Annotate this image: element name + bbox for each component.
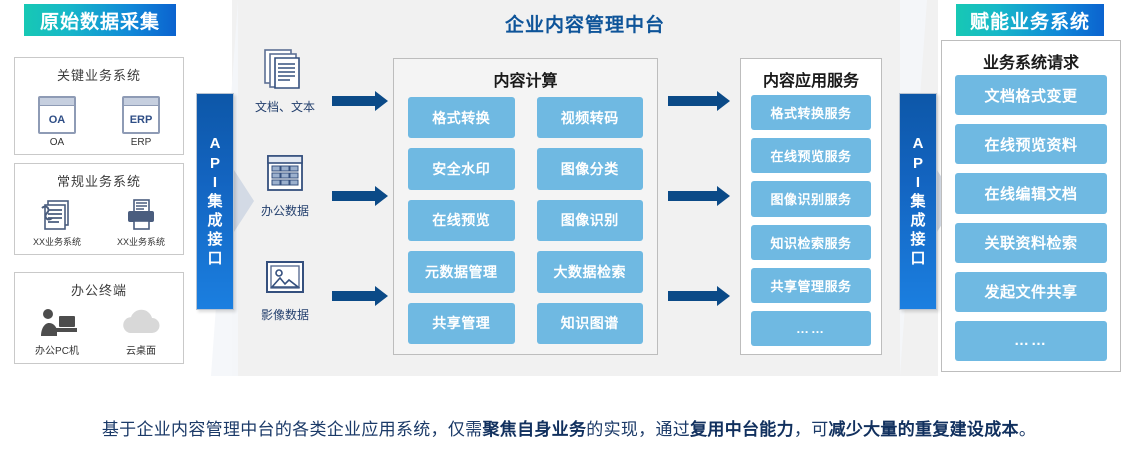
banner-left-label: 原始数据采集	[39, 11, 160, 33]
service-chip-more[interactable]: ……	[751, 310, 871, 347]
caption-bold-3: 减少大量的重复建设成本	[828, 420, 1019, 439]
source-item-label: OA	[49, 137, 65, 148]
documents-stack-icon	[41, 200, 69, 230]
compute-chip-knowledge-graph[interactable]: 知识图谱	[536, 302, 643, 344]
source-panel-key-business: 关键业务系统 OA OA ERP ERP	[14, 57, 184, 155]
api-left-char-4: 成	[207, 212, 223, 230]
data-type-label: 文档、文本	[254, 100, 315, 114]
caption-part-4: 。	[1018, 420, 1037, 439]
caption-part-3: ，可	[793, 420, 829, 439]
window-erp-icon: ERP	[122, 96, 160, 134]
spreadsheet-icon	[267, 155, 303, 191]
api-integration-bar-right: A P I 集 成 接 口	[899, 93, 937, 310]
service-chip-image-recognize[interactable]: 图像识别服务	[751, 181, 871, 217]
flow-arrow-office-to-calc	[332, 186, 388, 206]
footer-caption: 基于企业内容管理中台的各类企业应用系统，仅需聚焦自身业务的实现，通过复用中台能力…	[0, 415, 1138, 440]
service-chip-knowledge-search[interactable]: 知识检索服务	[751, 224, 871, 260]
api-left-char-0: A	[209, 135, 221, 153]
compute-chip-online-preview[interactable]: 在线预览	[408, 199, 515, 242]
source-panel-office-terminal: 办公终端 办公PC机 云桌面	[14, 272, 184, 364]
documents-multi-icon	[264, 49, 300, 89]
source-item-label: XX业务系统	[116, 237, 165, 247]
content-computation-title: 内容计算	[493, 73, 558, 90]
source-item-erp: ERP ERP	[99, 96, 183, 148]
caption-bold-2: 复用中台能力	[690, 420, 794, 439]
api-right-char-3: 集	[910, 192, 926, 210]
cloud-icon	[123, 309, 160, 333]
flow-arrow-calc-to-service-2	[668, 186, 730, 206]
source-item-label: ERP	[130, 137, 152, 148]
compute-chip-share-mgmt[interactable]: 共享管理	[408, 302, 515, 344]
api-left-char-1: P	[209, 154, 220, 172]
caption-part-2: 的实现，通过	[586, 420, 691, 439]
page-title: 企业内容管理中台	[504, 15, 665, 36]
request-chip-online-edit[interactable]: 在线编辑文档	[955, 173, 1107, 214]
api-left-char-6: 口	[207, 250, 223, 268]
data-type-label: 影像数据	[260, 308, 309, 322]
source-panel-title: 关键业务系统	[56, 68, 141, 83]
flow-arrow-calc-to-service-3	[668, 286, 730, 306]
request-chip-more[interactable]: ……	[955, 320, 1107, 362]
banner-empower-business-systems: 赋能业务系统	[956, 4, 1104, 36]
data-type-documents: 文档、文本	[246, 46, 324, 115]
api-right-char-1: P	[912, 154, 923, 172]
api-right-char-0: A	[912, 135, 924, 153]
source-item-oa: OA OA	[15, 96, 99, 148]
compute-chip-image-recognize[interactable]: 图像识别	[536, 199, 643, 242]
content-computation-box: 内容计算 格式转换 视频转码 安全水印 图像分类 在线预览 图像识别 元数据管理…	[393, 58, 658, 355]
api-right-char-6: 口	[910, 250, 926, 268]
source-item-cloud-desktop: 云桌面	[99, 307, 183, 357]
source-item-label: 办公PC机	[35, 346, 79, 357]
compute-chip-image-classify[interactable]: 图像分类	[536, 148, 643, 190]
business-system-requests-box: 业务系统请求 文档格式变更 在线预览资料 在线编辑文档 关联资料检索 发起文件共…	[941, 40, 1121, 372]
api-right-char-2: I	[915, 173, 921, 191]
api-left-char-2: I	[212, 173, 218, 191]
request-chip-file-share[interactable]: 发起文件共享	[955, 271, 1107, 312]
compute-chip-format-convert[interactable]: 格式转换	[408, 97, 515, 139]
flow-arrow-calc-to-service-1	[668, 91, 730, 111]
data-type-image: 影像数据	[246, 258, 324, 323]
source-panel-title: 办公终端	[70, 283, 127, 298]
data-type-office: 办公数据	[246, 152, 324, 219]
person-at-desk-icon	[41, 309, 77, 336]
window-oa-icon: OA	[38, 96, 76, 134]
content-services-title: 内容应用服务	[762, 73, 859, 90]
oa-badge-text: OA	[48, 113, 66, 126]
left-flow-chevron-icon	[232, 167, 254, 235]
printer-icon	[128, 199, 154, 230]
service-chip-format-convert[interactable]: 格式转换服务	[751, 95, 871, 131]
api-right-char-4: 成	[910, 212, 926, 230]
request-chip-doc-format-change[interactable]: 文档格式变更	[955, 75, 1107, 116]
api-integration-bar-left: A P I 集 成 接 口	[196, 93, 234, 310]
data-type-label: 办公数据	[260, 204, 309, 218]
service-chip-online-preview[interactable]: 在线预览服务	[751, 138, 871, 174]
banner-right-label: 赋能业务系统	[969, 11, 1090, 33]
service-chip-share-mgmt[interactable]: 共享管理服务	[751, 267, 871, 303]
source-item-printer: XX业务系统	[99, 198, 183, 248]
api-left-char-5: 接	[207, 231, 223, 249]
image-picture-icon	[266, 261, 304, 293]
source-item-label: XX业务系统	[32, 237, 81, 247]
banner-raw-data-collection: 原始数据采集	[24, 4, 176, 36]
business-requests-title: 业务系统请求	[982, 55, 1079, 72]
source-panel-title: 常规业务系统	[56, 174, 141, 189]
erp-badge-text: ERP	[129, 113, 153, 126]
compute-chip-metadata-mgmt[interactable]: 元数据管理	[408, 251, 515, 293]
compute-chip-video-transcode[interactable]: 视频转码	[536, 97, 643, 139]
api-right-char-5: 接	[910, 231, 926, 249]
request-chip-online-preview[interactable]: 在线预览资料	[955, 124, 1107, 165]
flow-arrow-docs-to-calc	[332, 91, 388, 111]
source-panel-regular-business: 常规业务系统 XX业务系统 XX业务系统	[14, 163, 184, 255]
source-item-docsys: XX业务系统	[15, 198, 99, 248]
request-chip-related-search[interactable]: 关联资料检索	[955, 222, 1107, 263]
content-application-services-box: 内容应用服务 格式转换服务 在线预览服务 图像识别服务 知识检索服务 共享管理服…	[740, 58, 882, 355]
compute-chip-watermark[interactable]: 安全水印	[408, 148, 515, 190]
api-left-char-3: 集	[207, 192, 223, 210]
source-item-office-pc: 办公PC机	[15, 307, 99, 357]
source-item-label: 云桌面	[126, 346, 156, 357]
compute-chip-bigdata-search[interactable]: 大数据检索	[536, 251, 643, 293]
caption-part-1: 基于企业内容管理中台的各类企业应用系统，仅需	[101, 420, 483, 439]
flow-arrow-image-to-calc	[332, 286, 388, 306]
caption-bold-1: 聚焦自身业务	[482, 420, 587, 439]
